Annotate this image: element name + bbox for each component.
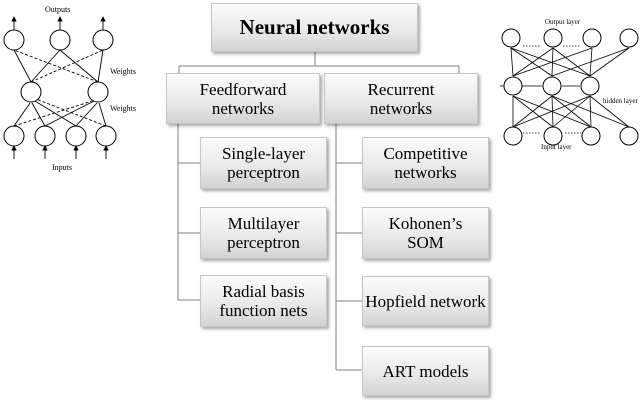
item-box-single-layer-perceptron: Single-layer perceptron xyxy=(200,137,327,189)
output-neuron xyxy=(92,29,114,51)
item-box-multilayer-perceptron: Multilayer perceptron xyxy=(200,207,327,259)
item-label-line: SOM xyxy=(407,233,444,252)
recurrent-ellipsis-dots xyxy=(523,45,581,134)
feedforward-neurons xyxy=(3,29,117,147)
category-box-feedforward: Feedforward networks xyxy=(166,73,320,124)
output-neuron xyxy=(501,28,521,48)
input-neuron xyxy=(503,126,523,146)
title-box: Neural networks xyxy=(211,3,418,52)
item-box-radial-basis-function-nets: Radial basis function nets xyxy=(200,275,327,327)
category-label-line: Recurrent xyxy=(367,79,435,99)
output-neuron xyxy=(49,29,71,51)
hidden-layer-label: hidden layer xyxy=(603,97,638,105)
feedforward-connections xyxy=(11,16,109,159)
title-text: Neural networks xyxy=(239,15,390,39)
output-neuron xyxy=(3,29,25,51)
category-label-line: networks xyxy=(211,98,275,118)
input-neuron xyxy=(3,125,25,147)
recurrent-neurons xyxy=(501,28,639,146)
inputs-label: Inputs xyxy=(52,163,72,172)
input-layer-label: Input layer xyxy=(541,143,572,151)
item-label-line: function nets xyxy=(219,301,308,320)
item-box-competitive-networks: Competitive networks xyxy=(362,137,489,189)
input-neuron xyxy=(65,125,87,147)
input-neuron xyxy=(95,125,117,147)
item-box-art-models: ART models xyxy=(362,346,489,396)
weights-label-top: Weights xyxy=(110,67,136,76)
item-label-line: perceptron xyxy=(227,233,300,252)
item-box-hopfield-network: Hopfield network xyxy=(362,276,489,326)
item-label-line: perceptron xyxy=(227,163,300,182)
hidden-neuron xyxy=(542,76,562,96)
hidden-neuron xyxy=(580,76,600,96)
outputs-label: Outputs xyxy=(45,5,70,14)
item-label-line: Hopfield network xyxy=(365,291,486,311)
input-neuron xyxy=(34,125,56,147)
recurrent-connections xyxy=(500,47,630,128)
item-label-line: Single-layer xyxy=(221,144,306,163)
input-neuron xyxy=(543,126,563,146)
item-label-line: networks xyxy=(394,163,457,182)
hidden-neuron xyxy=(20,81,42,103)
hidden-neuron xyxy=(503,76,523,96)
input-neuron xyxy=(619,126,639,146)
output-neuron xyxy=(582,28,602,48)
output-neuron xyxy=(619,28,639,48)
output-neuron xyxy=(543,28,563,48)
category-box-recurrent: Recurrent networks xyxy=(324,73,478,124)
item-box-kohonens-som: Kohonen’s SOM xyxy=(362,207,489,259)
category-label-line: Feedforward xyxy=(199,79,287,99)
category-label-line: networks xyxy=(369,98,433,118)
input-neuron xyxy=(581,126,601,146)
item-label-line: ART models xyxy=(382,361,469,381)
weights-label-bottom: Weights xyxy=(110,104,136,113)
item-label-line: Kohonen’s xyxy=(388,214,463,233)
item-label-line: Radial basis xyxy=(222,282,305,301)
output-layer-label: Output layer xyxy=(545,18,581,26)
item-label-line: Multilayer xyxy=(227,214,300,233)
item-label-line: Competitive xyxy=(383,144,468,163)
hidden-neuron xyxy=(87,81,109,103)
